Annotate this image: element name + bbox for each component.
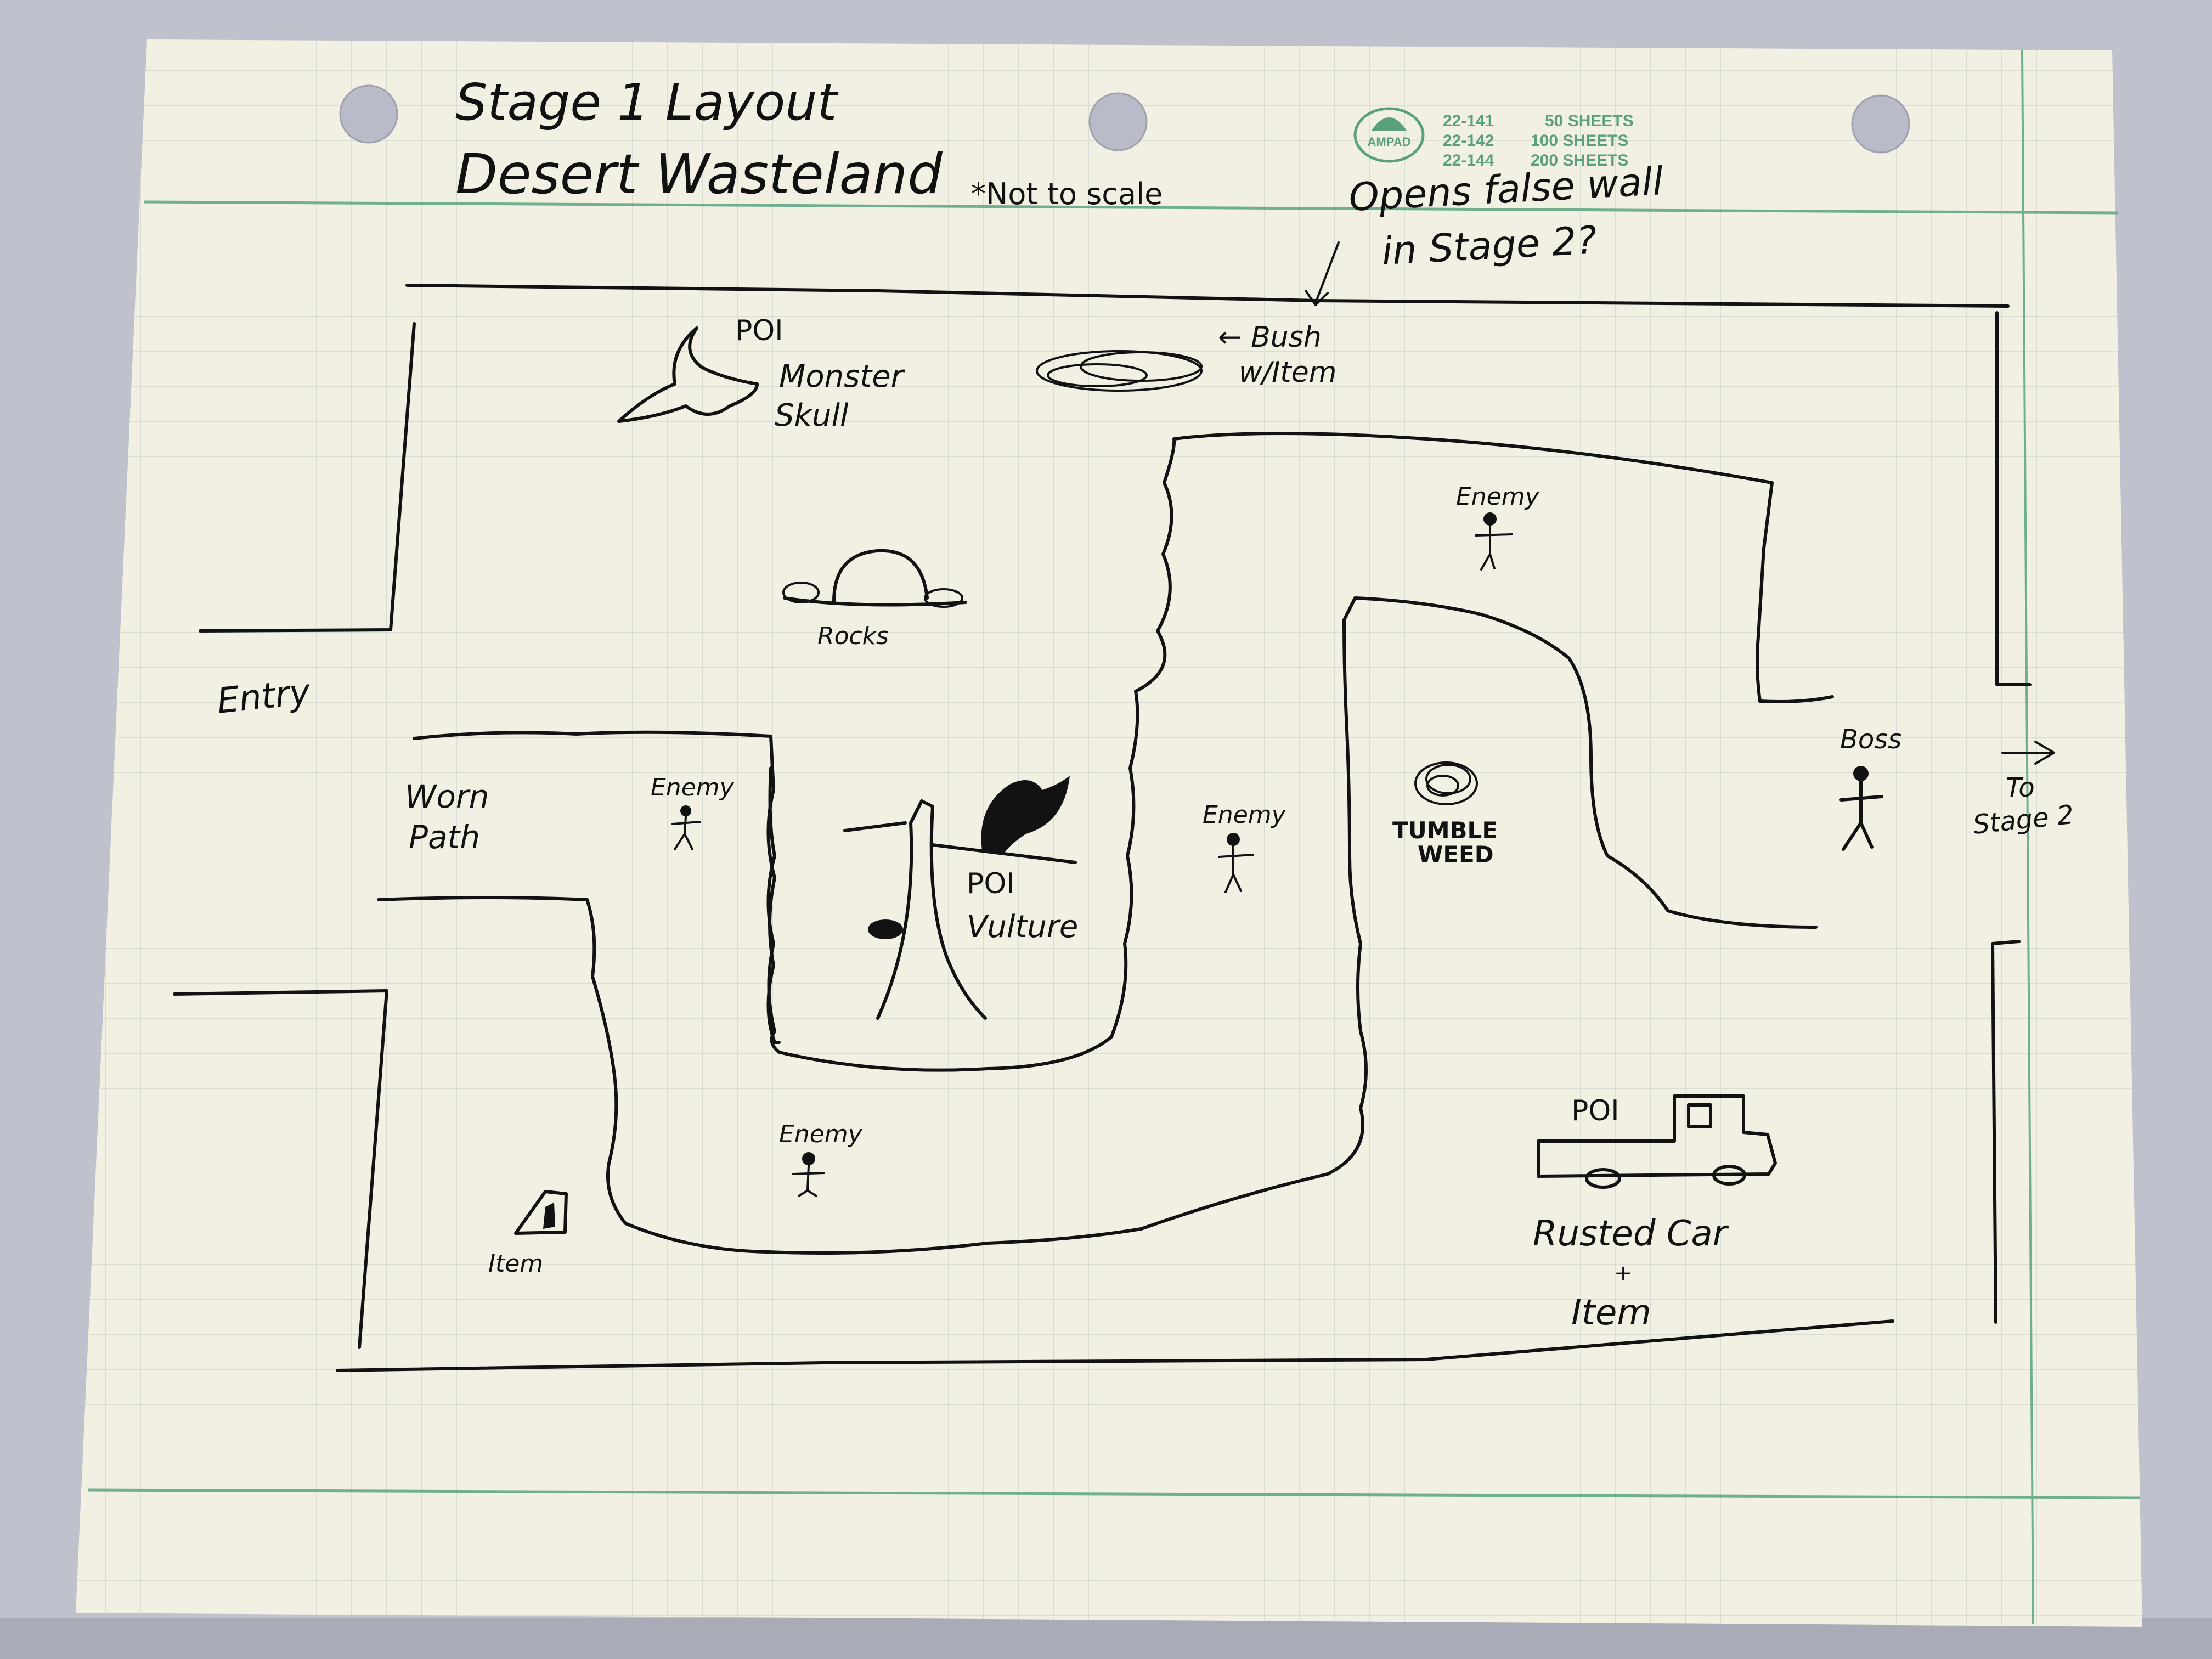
vulture-label: Vulture (967, 909, 1078, 945)
enemy-marker: Enemy (651, 774, 735, 850)
top-wall (405, 284, 2010, 308)
false-wall-arrow-icon (1305, 241, 1340, 306)
arrow-right-icon (2001, 741, 2055, 765)
vulture-island-edge (766, 432, 1834, 1072)
pad-sheets-2: 100 SHEETS (1531, 132, 1628, 150)
stick-figure-icon (792, 1164, 825, 1197)
lower-loop-edge (585, 618, 1368, 1255)
page-title: Stage 1 Layout (455, 73, 839, 132)
rusted-car-icon (1537, 1094, 1777, 1189)
enemy-marker: Enemy (779, 1120, 863, 1197)
enemy-label: Enemy (779, 1120, 863, 1148)
worn-path-label-1: Worn (405, 778, 489, 815)
footer-rule (87, 1488, 2140, 1499)
map-labels: Entry Worn Path POI Monster Skull ← Bush… (215, 314, 2075, 1333)
car-label-1: Rusted Car (1533, 1214, 1729, 1254)
boss-stick-figure-icon (1839, 766, 1883, 851)
skull-poi-label: POI (735, 314, 783, 347)
punch-hole-icon (1851, 94, 1910, 154)
header-rule (143, 200, 2118, 215)
punch-hole-icon (339, 84, 398, 144)
exit-label-1: To (2006, 772, 2035, 803)
map-walls (173, 284, 2055, 1372)
monster-skull-icon (617, 326, 759, 423)
paper-sheet (76, 40, 2142, 1627)
car-label-2: Item (1571, 1293, 1651, 1333)
tumbleweed-icon (1414, 761, 1478, 805)
skull-label-1: Monster (779, 359, 905, 394)
tumbleweed-label-2: WEED (1418, 841, 1494, 868)
page-subtitle: Desert Wasteland (455, 142, 943, 206)
worn-path-lower-edge (377, 896, 589, 901)
stick-figure-icon (672, 815, 701, 850)
worn-path-label-2: Path (409, 819, 480, 856)
punch-hole-icon (1088, 92, 1148, 151)
pad-code-1: 22-141 (1443, 112, 1494, 130)
right-lower-wall (1991, 940, 2021, 1324)
car-poi-label: POI (1571, 1094, 1620, 1127)
canyon-ridge-edge (1342, 596, 1818, 929)
enemy-label: Enemy (1203, 801, 1286, 829)
bottom-wall (336, 1319, 1894, 1372)
left-upper-wall (199, 322, 416, 633)
rock-icon (782, 549, 967, 608)
scale-note: *Not to scale (971, 177, 1163, 211)
stick-figure-icon (1475, 524, 1513, 571)
stick-figure-icon (1218, 845, 1254, 893)
worn-path-upper-edge (413, 730, 781, 1044)
entry-label: Entry (215, 672, 313, 722)
enemy-marker: Enemy (1456, 483, 1540, 571)
rocks-label: Rocks (817, 622, 889, 650)
car-plus-label: + (1614, 1261, 1633, 1286)
table-edge (0, 1618, 2212, 1659)
pad-sheets-3: 200 SHEETS (1531, 151, 1628, 170)
skull-label-2: Skull (775, 398, 849, 433)
pad-code-3: 22-144 (1443, 151, 1494, 170)
right-upper-wall (1995, 311, 2032, 686)
pad-code-2: 22-142 (1443, 132, 1494, 150)
item-tent-icon (514, 1190, 568, 1235)
enemy-marker: Enemy (1203, 801, 1286, 893)
enemy-label: Enemy (651, 774, 735, 802)
margin-rule (2021, 50, 2034, 1624)
bush-label-1: ← Bush (1218, 321, 1322, 354)
vulture-poi-label: POI (967, 867, 1015, 900)
tumbleweed-label-1: TUMBLE (1392, 817, 1498, 844)
ampad-logo-icon: AMPAD (1353, 107, 1425, 163)
boss-label: Boss (1840, 724, 1901, 755)
enemy-markers: Enemy Enemy Enemy Enemy (651, 483, 1540, 1197)
vulture-icon (981, 776, 1070, 854)
enemy-label: Enemy (1456, 483, 1540, 511)
pad-sheets-1: 50 SHEETS (1545, 112, 1634, 130)
left-lower-wall (173, 989, 388, 1349)
pad-branding: AMPAD 22-141 50 SHEETS 22-142 100 SHEETS… (1353, 107, 1634, 170)
ampad-logo-text: AMPAD (1367, 135, 1410, 149)
bush-label-2: w/Item (1239, 356, 1336, 389)
bush-icon (1036, 350, 1203, 392)
item-left-label: Item (488, 1250, 543, 1278)
